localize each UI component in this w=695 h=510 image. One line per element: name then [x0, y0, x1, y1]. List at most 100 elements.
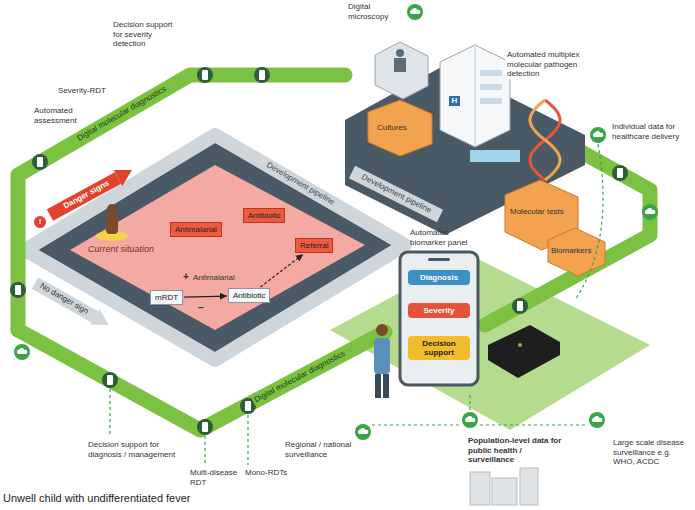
node-text: Referral — [300, 241, 328, 250]
node-text: Antibiotic — [233, 291, 265, 300]
callout-text: Mono-RDTs — [245, 468, 287, 478]
cloud-icon — [590, 127, 606, 143]
reader-device — [518, 343, 522, 347]
cloud-icon — [14, 4, 658, 440]
cloud-icon — [642, 204, 658, 220]
cloud-icon — [590, 127, 606, 143]
test-icon — [512, 298, 528, 314]
cloud-icon — [14, 344, 30, 360]
test-icon — [10, 282, 26, 298]
hospital-building — [440, 45, 510, 147]
phone-ground — [330, 255, 650, 430]
phone-button: Severity — [408, 303, 470, 318]
test-icon — [10, 282, 26, 298]
test-box: mRDT — [150, 290, 183, 305]
hospital-building — [475, 47, 476, 146]
test-icon — [197, 67, 213, 83]
person — [375, 374, 381, 398]
callout-text: Large scale disease surveillance e.g. WH… — [613, 438, 691, 467]
test-icon — [37, 157, 43, 167]
callout-text: Automated assessment — [34, 106, 82, 125]
phone-ground — [330, 255, 650, 430]
test-icon — [10, 67, 628, 435]
sign: + — [183, 271, 189, 283]
cloud-icon — [355, 424, 371, 440]
referral-box: Referral — [295, 238, 333, 253]
callout-text: Regional / national surveillance — [285, 440, 355, 459]
danger-arrow — [114, 170, 132, 186]
test-icon — [197, 419, 213, 435]
phone — [400, 252, 478, 385]
building-label: Cultures — [377, 123, 407, 133]
connector — [184, 296, 227, 297]
test-icon — [197, 67, 213, 83]
city — [492, 478, 517, 505]
dna-helix — [530, 100, 560, 180]
node-text: Diagnosis — [411, 273, 467, 282]
data-flow — [575, 144, 603, 300]
platform — [30, 128, 400, 362]
test-icon — [254, 67, 270, 83]
danger-arrow — [50, 178, 118, 215]
callout-text: Automated biomarker panel — [410, 228, 482, 247]
city — [520, 468, 538, 505]
current-situation-region: Current situationAntimalarialAntibioticR… — [95, 160, 365, 340]
test-icon — [32, 154, 48, 170]
data-flow — [247, 415, 248, 465]
test-icon — [612, 165, 628, 181]
no-danger-arrow — [91, 309, 109, 325]
cloud-icon — [589, 412, 605, 428]
road-label: Digital molecular diagnostics — [251, 348, 349, 406]
test-icon — [512, 298, 528, 314]
city — [470, 468, 538, 505]
test-icon — [202, 70, 208, 80]
cloud-icon — [410, 8, 420, 14]
cloud-icon — [14, 344, 30, 360]
person — [374, 324, 390, 398]
callout-text: Individual data for healthcare delivery — [612, 122, 690, 141]
phone-button: Decision support — [408, 336, 470, 360]
test-icon — [202, 422, 208, 432]
test-icon — [197, 419, 213, 435]
cloud-icon — [589, 412, 605, 428]
test-icon — [107, 375, 113, 385]
sign: − — [198, 302, 204, 314]
node-text: Antibiotic — [248, 211, 280, 220]
test-icon — [612, 165, 628, 181]
microscopy-building — [375, 42, 428, 99]
microscopy-building — [394, 58, 406, 72]
cloud-icon — [642, 204, 658, 220]
cloud-icon — [358, 428, 368, 434]
callout-text: Severity-RDT — [58, 86, 106, 96]
danger-arrow — [50, 170, 132, 215]
person — [376, 324, 388, 336]
node-text: Antimalarial — [175, 225, 217, 234]
microscopy-building — [375, 42, 428, 99]
cloud-icon — [407, 4, 423, 20]
cultures-building — [368, 100, 432, 156]
phone — [400, 252, 478, 385]
treatment-box: Antibiotic — [243, 208, 285, 223]
callout-text: Population-level data for public health … — [468, 436, 563, 465]
test-icon — [617, 168, 623, 178]
caption-text: Unwell child with undifferentiated fever — [3, 492, 191, 505]
test-icon — [254, 67, 270, 83]
connector — [260, 254, 303, 287]
callout-text: Automated multiplex molecular pathogen d… — [505, 50, 587, 79]
dna-helix — [530, 100, 560, 180]
phone — [428, 258, 450, 261]
data-flow — [372, 424, 460, 425]
hospital-building — [480, 98, 502, 104]
road — [18, 75, 345, 330]
reader-device — [488, 325, 560, 378]
danger-icon: ! — [34, 216, 46, 228]
test-icon — [102, 372, 118, 388]
test-icon — [245, 401, 251, 411]
city — [470, 472, 490, 505]
building-label: Molecular tests — [510, 207, 564, 217]
test-icon — [259, 70, 265, 80]
hospital-building — [480, 70, 502, 76]
treatment-label: Antimalarial — [193, 273, 235, 283]
phone-button: Diagnosis — [408, 270, 470, 285]
callout-text: Multi-disease RDT — [190, 468, 242, 487]
